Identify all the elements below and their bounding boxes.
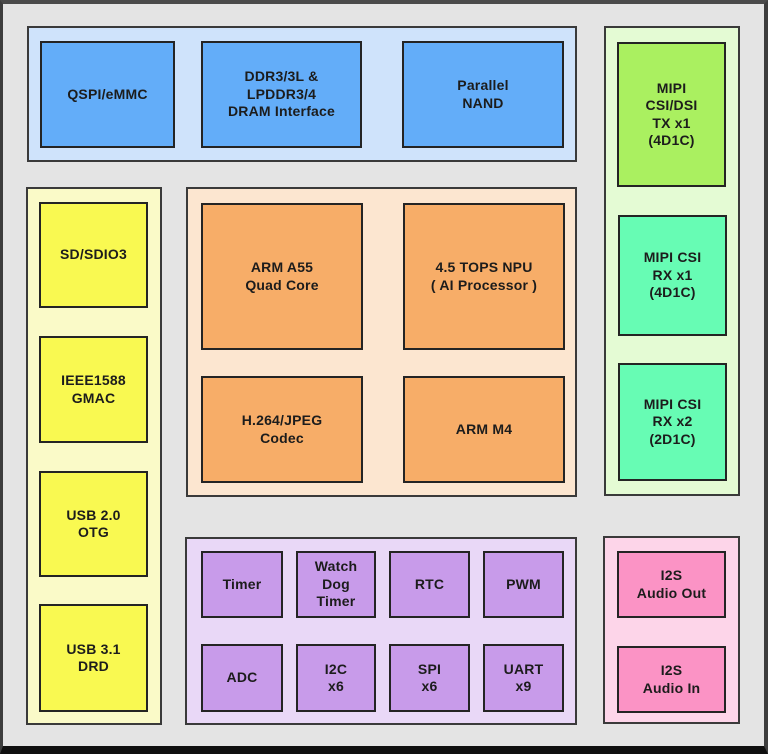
block-h264-jpeg-codec: H.264/JPEG Codec (201, 376, 363, 483)
block-i2s-audio-out: I2S Audio Out (617, 551, 726, 618)
block-arm-m4: ARM M4 (403, 376, 565, 483)
block-mipi-csi-rx2: MIPI CSI RX x2 (2D1C) (618, 363, 727, 481)
block-usb3-drd: USB 3.1 DRD (39, 604, 148, 712)
block-qspi-emmc: QSPI/eMMC (40, 41, 175, 148)
block-ieee1588-gmac: IEEE1588 GMAC (39, 336, 148, 443)
block-mipi-csi-rx1: MIPI CSI RX x1 (4D1C) (618, 215, 727, 336)
block-i2c-x6: I2C x6 (296, 644, 376, 712)
block-timer: Timer (201, 551, 283, 618)
block-watchdog-timer: Watch Dog Timer (296, 551, 376, 618)
block-parallel-nand: Parallel NAND (402, 41, 564, 148)
block-npu: 4.5 TOPS NPU ( AI Processor ) (403, 203, 565, 350)
block-mipi-csi-dsi-tx: MIPI CSI/DSI TX x1 (4D1C) (617, 42, 726, 187)
block-adc: ADC (201, 644, 283, 712)
block-arm-a55: ARM A55 Quad Core (201, 203, 363, 350)
block-uart-x9: UART x9 (483, 644, 564, 712)
block-spi-x6: SPI x6 (389, 644, 470, 712)
block-usb2-otg: USB 2.0 OTG (39, 471, 148, 577)
block-rtc: RTC (389, 551, 470, 618)
block-sd-sdio3: SD/SDIO3 (39, 202, 148, 308)
block-pwm: PWM (483, 551, 564, 618)
block-i2s-audio-in: I2S Audio In (617, 646, 726, 713)
block-dram-interface: DDR3/3L & LPDDR3/4 DRAM Interface (201, 41, 362, 148)
